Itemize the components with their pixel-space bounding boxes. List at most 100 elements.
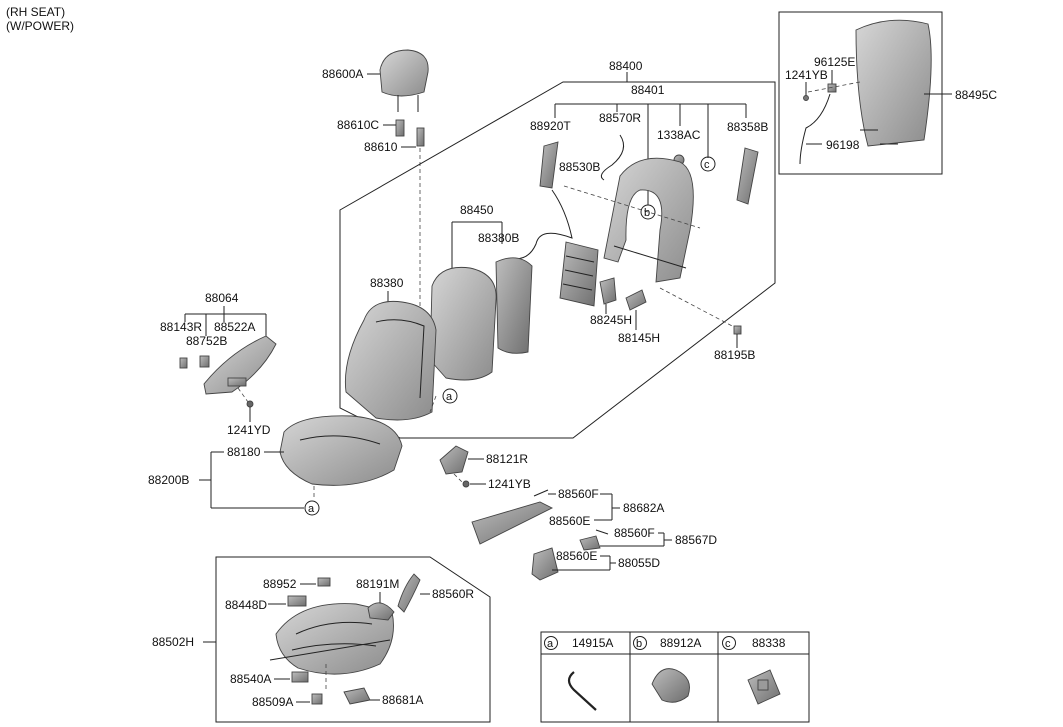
label-88180: 88180 xyxy=(227,445,261,459)
label-88064: 88064 xyxy=(205,291,239,305)
seatback-cover-88380-part xyxy=(344,300,437,421)
label-88200B: 88200B xyxy=(148,473,189,487)
part-88681A xyxy=(343,687,371,705)
legend-cell-c: c 88338 xyxy=(722,636,786,705)
label-88450: 88450 xyxy=(460,203,494,217)
bracket-88145H-part xyxy=(625,289,647,311)
headrest-part xyxy=(379,49,429,112)
harness-88570R xyxy=(600,134,625,181)
part-88191M xyxy=(367,602,395,621)
rail-cover-88682A-part xyxy=(471,501,554,545)
label-88682A: 88682A xyxy=(623,501,664,515)
label-88380: 88380 xyxy=(370,276,404,290)
part-88540A xyxy=(291,671,309,683)
label-88600A: 88600A xyxy=(322,67,363,81)
label-88143R: 88143R xyxy=(160,320,202,334)
seatback-frame-88401-part xyxy=(603,157,694,283)
lumbar-module-88530B-part xyxy=(559,241,599,307)
side-shield-88064-part xyxy=(203,335,277,395)
label-88448D: 88448D xyxy=(225,598,267,612)
label-88502H: 88502H xyxy=(152,635,194,649)
cover-88567D-part xyxy=(579,535,601,551)
pad-88380B-part xyxy=(495,257,533,354)
label-88055D: 88055D xyxy=(618,556,660,570)
label-88560E-2: 88560E xyxy=(556,549,597,563)
part-88509A xyxy=(311,693,323,705)
legend-key-b: b xyxy=(636,638,642,650)
label-1241YB-top: 1241YB xyxy=(785,68,828,82)
knob-88752B-part xyxy=(199,355,210,368)
guide-88610-part xyxy=(416,127,425,147)
hog-ring-14915A-icon xyxy=(567,671,597,711)
label-1338AC: 1338AC xyxy=(657,128,701,142)
screw-1241YB-top-part xyxy=(803,95,809,101)
back-board-88495C-part xyxy=(855,19,932,147)
label-88495C: 88495C xyxy=(955,88,997,102)
trim-88358B-part xyxy=(736,147,759,205)
legend-table xyxy=(540,631,810,723)
label-88570R: 88570R xyxy=(599,111,641,125)
screw-1241YB-mid-part xyxy=(462,480,470,488)
callout-c-circle xyxy=(700,156,716,172)
label-88195B: 88195B xyxy=(714,348,755,362)
label-88509A: 88509A xyxy=(252,695,293,709)
label-88522A: 88522A xyxy=(214,320,255,334)
legend-cell-a: a 14915A xyxy=(544,636,613,711)
label-88380B: 88380B xyxy=(478,231,519,245)
label-88560E-1: 88560E xyxy=(549,514,590,528)
label-88560F-2: 88560F xyxy=(614,526,655,540)
legend-key-c: c xyxy=(725,638,731,650)
callout-a-cushion-circle xyxy=(304,500,320,516)
legend-part-14915A: 14915A xyxy=(572,636,613,650)
callout-a-seatback-circle xyxy=(442,388,458,404)
legend-part-88338: 88338 xyxy=(752,636,786,650)
clip-88912A-icon xyxy=(651,668,690,703)
bolt-88195B-part xyxy=(733,325,742,335)
seatback-group-box xyxy=(339,81,776,439)
harness-88530B-wire xyxy=(509,189,573,260)
guide-88610C-part xyxy=(395,119,405,137)
callout-a-cushion: a xyxy=(308,503,315,515)
seatback-pad-88450-part xyxy=(429,266,497,381)
callout-a-seatback: a xyxy=(446,391,453,403)
callout-b: b xyxy=(644,207,650,219)
label-88681A: 88681A xyxy=(382,693,423,707)
label-1241YD: 1241YD xyxy=(227,423,271,437)
header-w-power: (W/POWER) xyxy=(6,19,74,33)
label-88245H: 88245H xyxy=(590,313,632,327)
label-88145H: 88145H xyxy=(618,331,660,345)
trim-88920T-part xyxy=(539,141,559,189)
legend-key-a: a xyxy=(547,638,554,650)
label-88567D: 88567D xyxy=(675,533,717,547)
clip-88560F-1-part xyxy=(533,489,549,497)
cover-88121R-part xyxy=(439,445,469,475)
legend-part-88912A: 88912A xyxy=(660,636,701,650)
part-88448D xyxy=(287,595,307,607)
label-88752B: 88752B xyxy=(186,334,227,348)
cushion-frame-group-box xyxy=(215,556,491,723)
screw-1241YD-part xyxy=(246,400,254,408)
label-88560F-1: 88560F xyxy=(558,487,599,501)
label-88191M: 88191M xyxy=(356,577,399,591)
label-88920T: 88920T xyxy=(530,119,571,133)
cover-88055D-part xyxy=(531,547,559,581)
label-88560R: 88560R xyxy=(432,587,474,601)
callout-b-circle xyxy=(640,204,656,220)
label-88530B: 88530B xyxy=(559,160,600,174)
label-88610C: 88610C xyxy=(337,118,379,132)
label-96125E: 96125E xyxy=(814,55,855,69)
clip-88560F-2-part xyxy=(595,529,609,535)
part-88952 xyxy=(317,577,331,587)
callout-c: c xyxy=(704,159,710,171)
label-88121R: 88121R xyxy=(486,452,528,466)
bracket-88245H-part xyxy=(599,277,617,305)
connector-96125E-part xyxy=(827,83,837,93)
label-88400: 88400 xyxy=(609,59,643,73)
label-96198: 96198 xyxy=(826,138,860,152)
legend-cell-b: b 88912A xyxy=(633,636,701,703)
label-1241YB-mid: 1241YB xyxy=(488,477,531,491)
label-88610: 88610 xyxy=(364,140,398,154)
label-88540A: 88540A xyxy=(230,672,271,686)
label-88358B: 88358B xyxy=(727,120,768,134)
